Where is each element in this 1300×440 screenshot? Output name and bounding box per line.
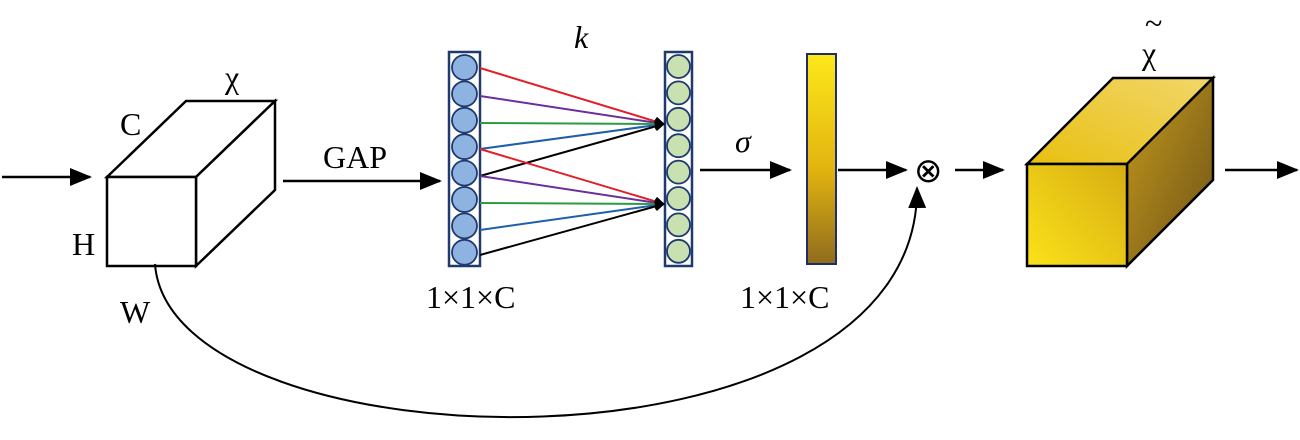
output-cube (1023, 74, 1217, 270)
dim-label-1: 1×1×C (426, 279, 515, 315)
conn-blue-2 (479, 200, 665, 231)
attention-weight-bar (806, 53, 837, 265)
left-node-5 (451, 159, 478, 187)
sigma-label: σ (735, 123, 752, 159)
input-cube (103, 98, 279, 269)
right-node-5 (666, 159, 691, 185)
left-node-2 (451, 80, 478, 108)
right-node-8 (666, 238, 691, 264)
left-node-4 (451, 133, 478, 161)
right-node-column (663, 50, 694, 268)
gap-label: GAP (323, 139, 387, 175)
chi-tilde-label: χ (1141, 35, 1157, 71)
conn-black-2 (479, 201, 665, 256)
right-node-2 (666, 80, 691, 106)
left-node-7 (451, 212, 478, 240)
conn-red-2 (479, 148, 665, 207)
skip-connection-curve (154, 186, 927, 419)
right-node-3 (666, 106, 691, 132)
conn-black-1 (479, 121, 665, 177)
right-node-4 (666, 133, 691, 159)
conn-green-1 (479, 118, 665, 129)
left-node-1 (451, 54, 478, 81)
right-node-6 (666, 186, 691, 211)
left-node-6 (451, 186, 478, 213)
left-node-group (451, 54, 478, 266)
chi-label: χ (224, 59, 240, 95)
h-dimension-label: H (72, 226, 95, 262)
conn-red-1 (479, 67, 665, 127)
left-node-3 (451, 106, 478, 134)
conn-green-2 (479, 198, 665, 209)
right-node-1 (666, 54, 691, 79)
kernel-connections (479, 67, 665, 256)
multiply-operator: ⊗ (914, 153, 943, 190)
chi-tilde-mark: ~ (1145, 5, 1162, 41)
right-node-group (666, 54, 691, 264)
c-dimension-label: C (120, 106, 141, 142)
conn-purple-1 (479, 95, 665, 128)
conn-purple-2 (479, 175, 665, 208)
left-node-8 (451, 238, 478, 266)
w-dimension-label: W (120, 294, 151, 330)
right-node-7 (666, 212, 691, 238)
k-label: k (574, 19, 589, 55)
conn-blue-1 (479, 120, 665, 150)
dim-label-2: 1×1×C (740, 279, 829, 315)
left-node-column (447, 50, 482, 268)
